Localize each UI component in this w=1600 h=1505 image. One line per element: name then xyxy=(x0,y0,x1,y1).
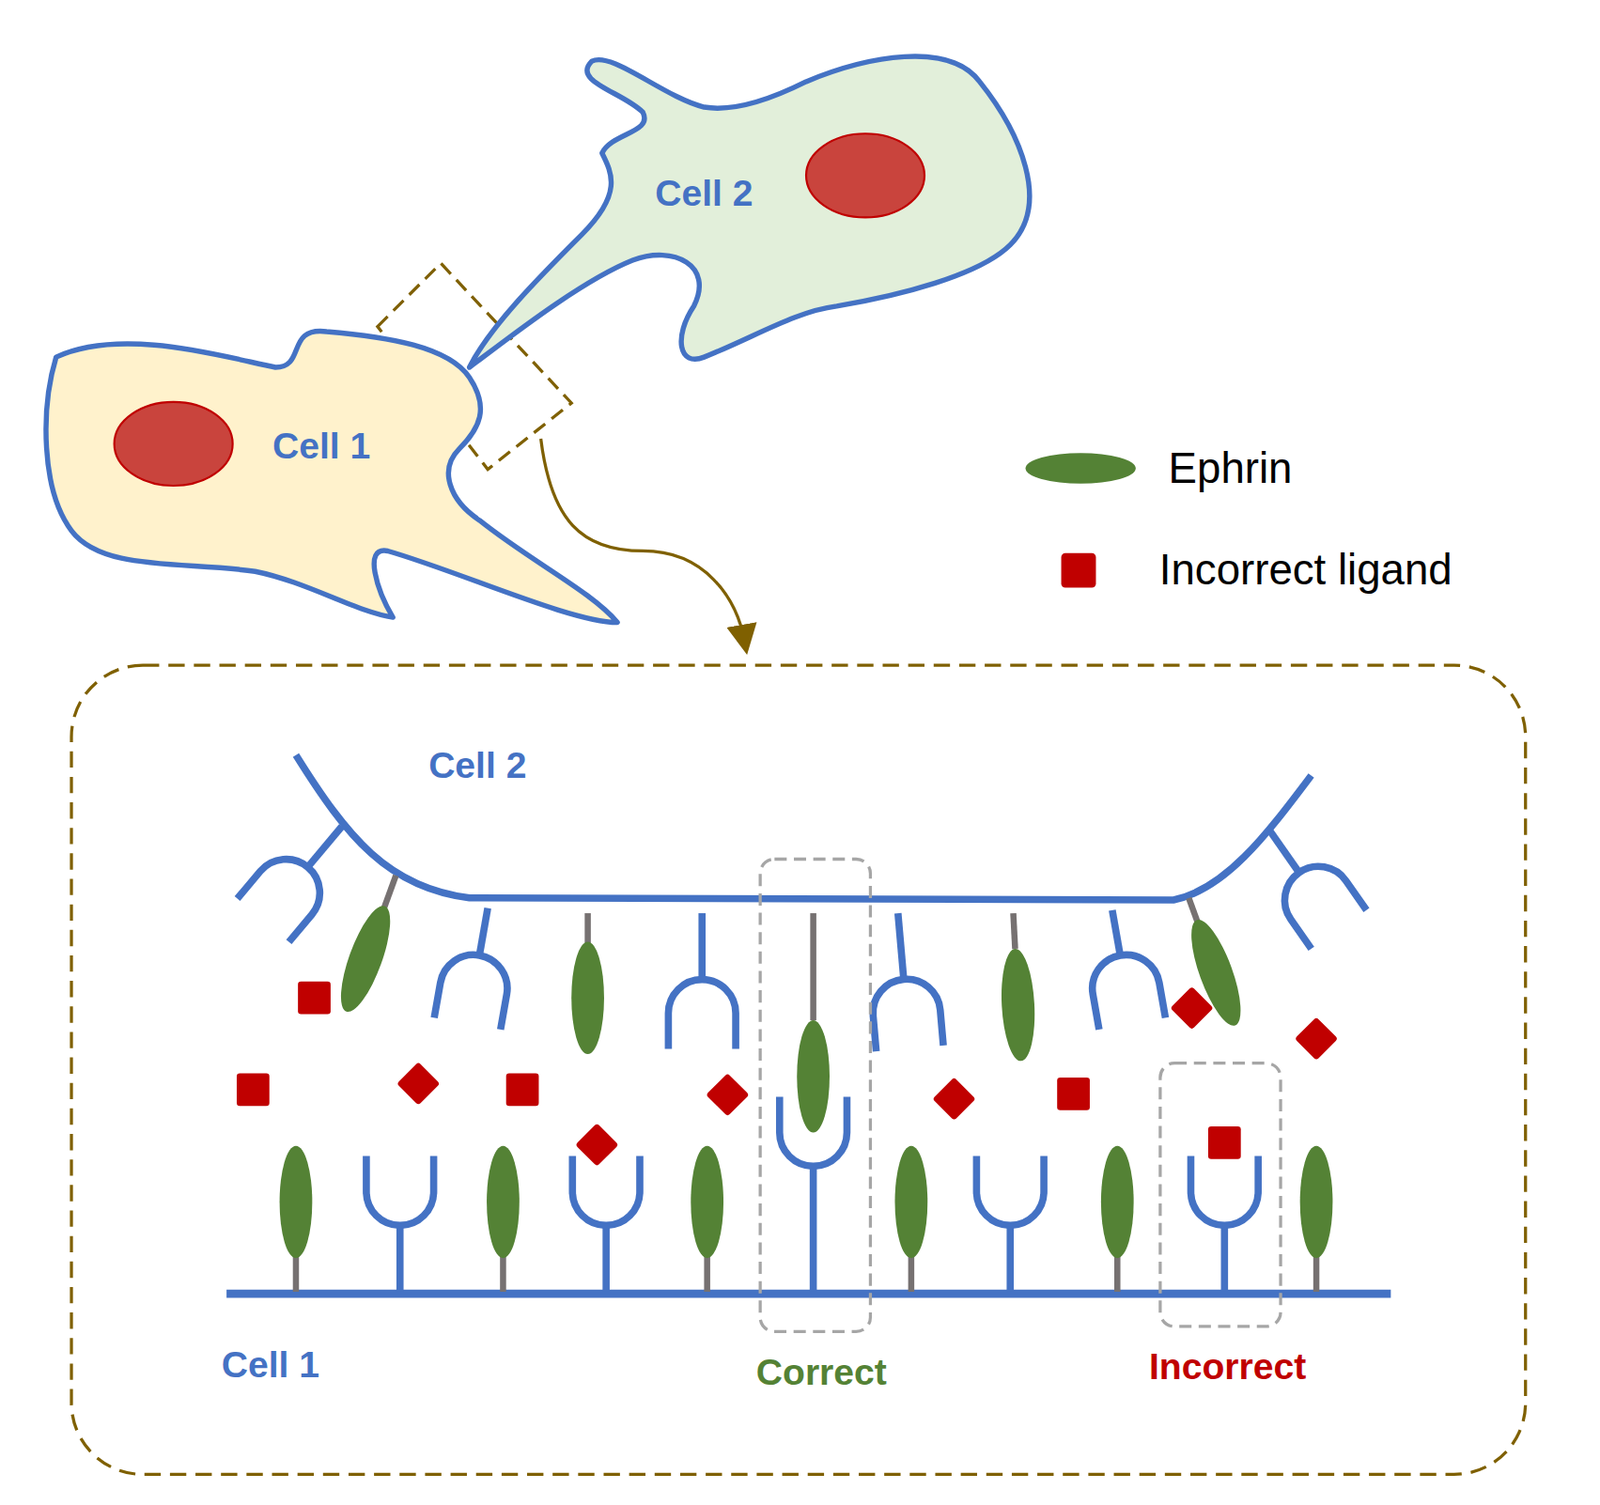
ephrin xyxy=(1300,1146,1334,1259)
ephrin-group xyxy=(330,869,411,1018)
receptor xyxy=(434,949,513,1030)
receptor-stem xyxy=(396,1227,404,1292)
receptor-stem xyxy=(1112,910,1120,954)
cell-outline xyxy=(464,46,1046,378)
cell-outline xyxy=(38,324,624,628)
receptor xyxy=(572,1156,640,1227)
text-label: Incorrect xyxy=(1149,1346,1306,1390)
ligand xyxy=(1208,1126,1242,1160)
ephrin-group xyxy=(571,913,605,1055)
ephrin-stalk xyxy=(293,1253,300,1292)
receptor-group xyxy=(434,901,521,1029)
ephrin xyxy=(690,1146,724,1259)
legend-swatch xyxy=(1025,452,1136,484)
text-label: Cell 2 xyxy=(428,744,527,788)
ligand xyxy=(506,1073,540,1107)
receptor-stem xyxy=(309,826,342,867)
receptor xyxy=(1271,853,1367,949)
ephrin xyxy=(279,1146,313,1259)
ligand xyxy=(1056,1077,1090,1111)
ephrin xyxy=(486,1146,520,1259)
cell-label: Cell 1 xyxy=(272,424,371,468)
receptor-group xyxy=(1079,904,1166,1030)
ephrin xyxy=(796,1020,830,1133)
ephrin-stalk xyxy=(499,1253,507,1292)
receptor xyxy=(1190,1156,1259,1227)
ephrin xyxy=(571,941,605,1054)
ephrin-stalk xyxy=(1012,913,1015,949)
legend-text: Incorrect ligand xyxy=(1159,545,1453,595)
ephrin xyxy=(330,900,401,1018)
legend-item: Incorrect ligand xyxy=(1061,545,1453,595)
ephrin-stalk xyxy=(1114,1253,1121,1292)
ligand xyxy=(574,1123,619,1167)
legend-text: Ephrin xyxy=(1168,443,1293,493)
ligand xyxy=(236,1073,270,1107)
ephrin-stalk xyxy=(383,875,397,912)
ligand xyxy=(932,1077,976,1121)
cell-body: Cell 1 xyxy=(38,324,624,628)
ephrin xyxy=(998,947,1038,1062)
highlight-box xyxy=(760,858,870,1332)
ligand xyxy=(1294,1017,1338,1061)
ephrin-stalk xyxy=(908,1253,916,1292)
receptor xyxy=(976,1156,1044,1227)
text-label: Correct xyxy=(756,1351,887,1395)
cell-shape xyxy=(46,331,618,623)
receptor xyxy=(1087,949,1166,1030)
receptor-stem xyxy=(1221,1227,1229,1292)
text-label: Cell 1 xyxy=(221,1343,320,1387)
ephrin-stalk xyxy=(809,913,817,1021)
legend-swatch xyxy=(1061,553,1097,589)
receptor-stem xyxy=(698,913,706,978)
receptor xyxy=(237,845,334,943)
ephrin-group xyxy=(796,913,830,1134)
nucleus xyxy=(114,402,234,486)
ligand xyxy=(705,1072,749,1117)
inset-frame xyxy=(71,665,1526,1475)
receptor-group xyxy=(864,910,944,1052)
ephrin xyxy=(895,1146,929,1259)
ligand xyxy=(297,981,331,1015)
cell-shape xyxy=(469,56,1030,368)
receptor-stem xyxy=(1270,831,1298,871)
receptor-stem xyxy=(480,908,488,954)
ephrin-stalk xyxy=(584,913,591,945)
receptor xyxy=(667,979,736,1050)
receptor xyxy=(366,1156,435,1227)
receptor-group xyxy=(1242,812,1367,949)
ligand xyxy=(1170,986,1214,1030)
ephrin-stalk xyxy=(1188,898,1197,923)
ephrin xyxy=(1101,1146,1134,1259)
receptor-group xyxy=(667,913,736,1049)
ephrin-group xyxy=(996,912,1038,1062)
receptor-stem xyxy=(602,1227,610,1292)
receptor xyxy=(869,976,944,1052)
ephrin-stalk xyxy=(1313,1253,1321,1292)
cell-label: Cell 2 xyxy=(654,172,753,217)
molecules xyxy=(236,805,1367,1292)
ligand xyxy=(396,1061,440,1105)
receptor-group xyxy=(237,805,369,943)
receptor-stem xyxy=(1006,1227,1014,1292)
legend-item: Ephrin xyxy=(1025,443,1293,493)
nucleus xyxy=(806,133,925,218)
receptor-stem xyxy=(898,913,904,978)
cell-body: Cell 2 xyxy=(464,46,1046,378)
highlight-box xyxy=(1160,1063,1281,1327)
ephrin-stalk xyxy=(703,1253,711,1292)
receptor-stem xyxy=(809,1168,818,1292)
